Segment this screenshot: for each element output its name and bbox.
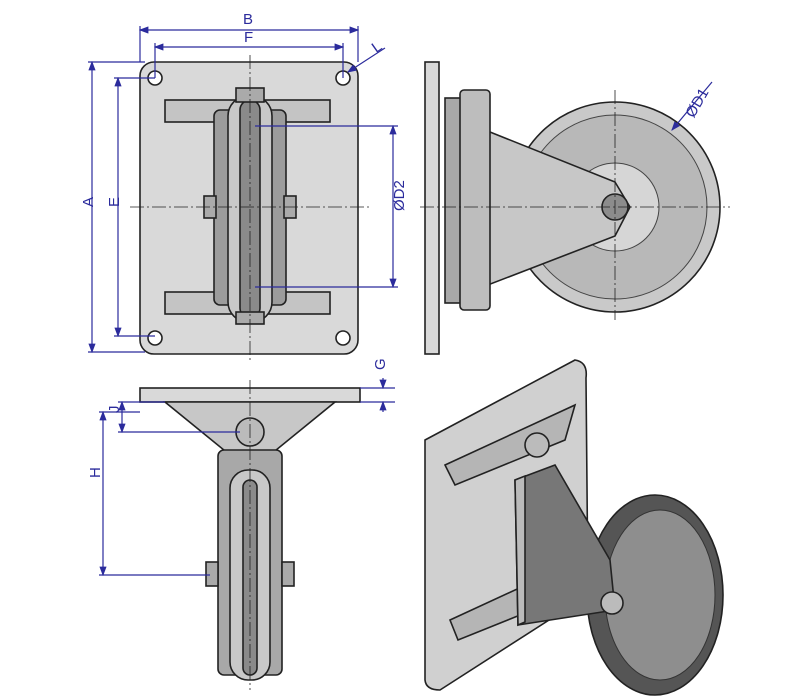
dim-J: J (106, 406, 123, 414)
dim-L: L (369, 38, 386, 57)
mounting-holes (147, 70, 351, 346)
dim-H: H (87, 467, 104, 478)
dim-B: B (243, 11, 253, 28)
dim-D1: ØD1 (682, 85, 712, 120)
front-view (139, 380, 361, 690)
dim-G: G (372, 358, 389, 370)
dim-E: E (106, 197, 123, 207)
side-plate (424, 61, 440, 355)
top-view (130, 55, 370, 360)
dim-D2: ØD2 (391, 180, 408, 211)
dim-F: F (244, 29, 253, 46)
iso-bracket (514, 464, 616, 626)
dim-A: A (80, 197, 97, 207)
side-view (420, 61, 730, 355)
isometric-view (424, 359, 724, 696)
